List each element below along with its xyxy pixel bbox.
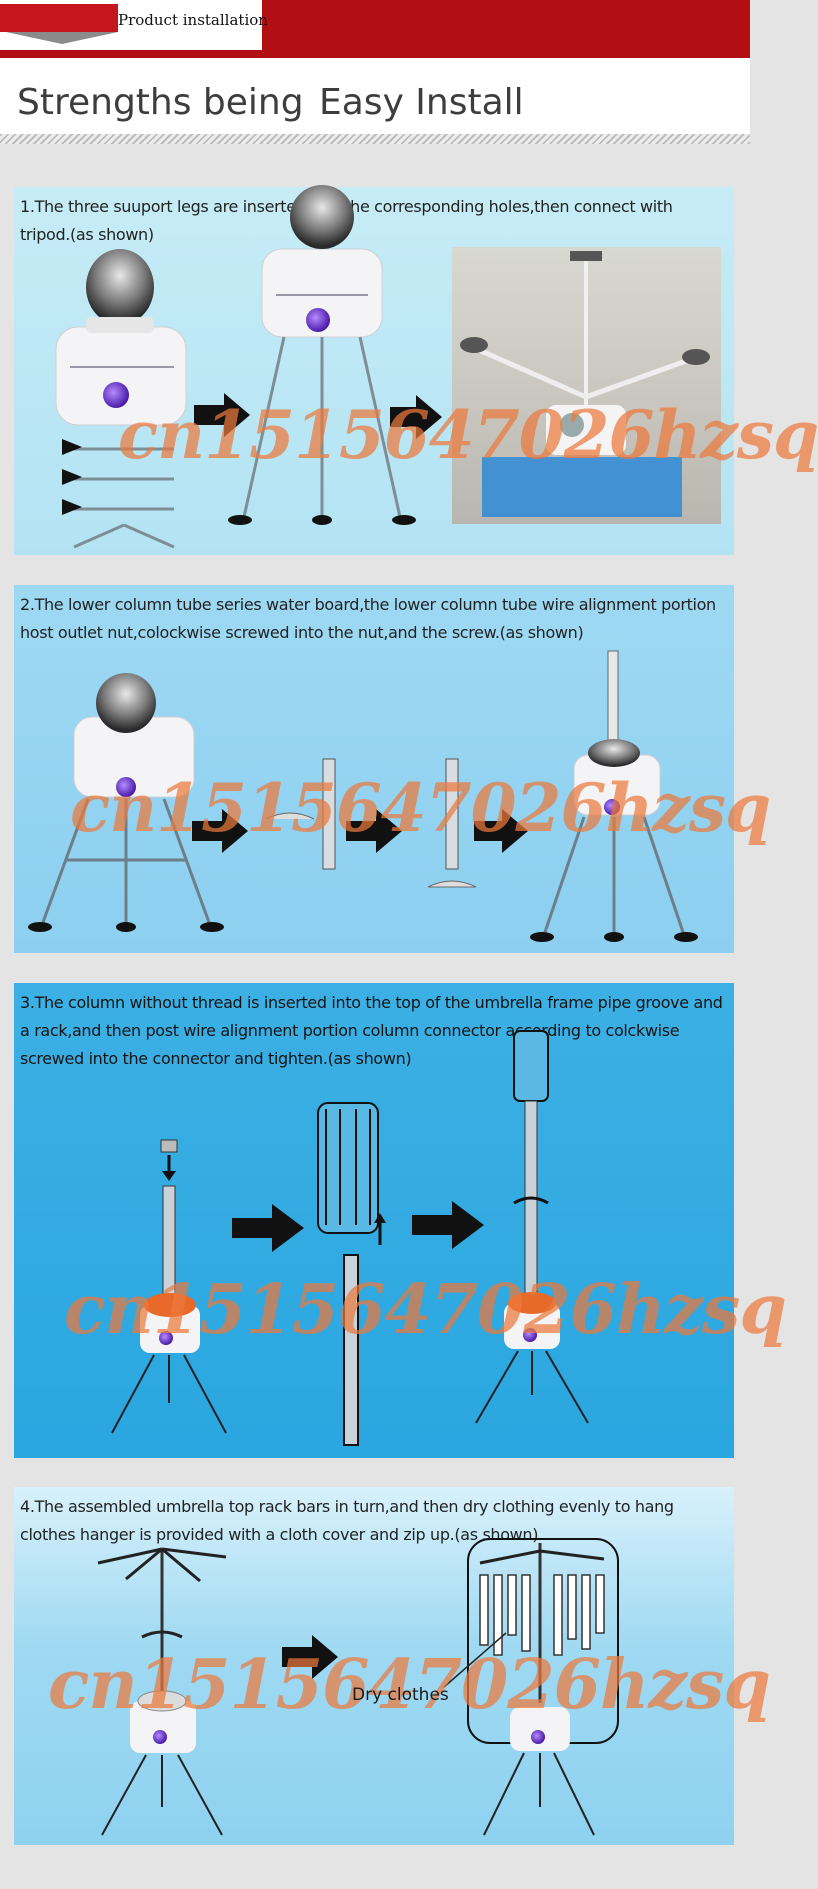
rack-dryer-icon bbox=[97, 1547, 227, 1836]
tag-arrow-icon bbox=[6, 32, 118, 44]
step-1-illustration bbox=[55, 185, 442, 549]
arrow-right-icon bbox=[474, 809, 528, 853]
step-panel-3: 3.The column without thread is inserted … bbox=[14, 983, 734, 1458]
page-title-right: Easy Install bbox=[319, 82, 524, 123]
arrow-right-icon bbox=[282, 1635, 338, 1679]
arrow-right-icon bbox=[390, 395, 442, 439]
dryer-on-tripod-icon bbox=[28, 673, 224, 932]
dryer-pole-icon bbox=[111, 1139, 227, 1434]
title-band bbox=[0, 58, 750, 138]
tag-accent bbox=[0, 4, 118, 32]
arrow-right-icon bbox=[412, 1201, 484, 1249]
step-panel-1: 1.The three suuport legs are inserted in… bbox=[14, 185, 734, 555]
umbrella-rack-icon bbox=[317, 1102, 379, 1446]
divider-stripe bbox=[0, 134, 750, 144]
page-title-left: Strengths being bbox=[17, 82, 304, 123]
step-3-illustration bbox=[111, 1030, 589, 1446]
assembled-photo bbox=[452, 247, 721, 524]
section-tag: Product installation bbox=[0, 0, 268, 50]
assembled-dryer-icon bbox=[475, 1030, 589, 1424]
section-tag-label: Product installation bbox=[118, 11, 268, 29]
step-2-text: 2.The lower column tube series water boa… bbox=[20, 595, 716, 642]
covered-dryer-icon bbox=[443, 1538, 619, 1836]
arrow-right-icon bbox=[232, 1204, 304, 1252]
step-4-illustration bbox=[97, 1538, 619, 1836]
step-panel-4: 4.The assembled umbrella top rack bars i… bbox=[14, 1487, 734, 1845]
step-panel-2: 2.The lower column tube series water boa… bbox=[14, 585, 734, 953]
arrow-right-icon bbox=[192, 809, 248, 853]
dryer-unit-icon bbox=[55, 249, 187, 426]
step-2-illustration bbox=[28, 650, 698, 942]
arrow-right-icon bbox=[194, 393, 250, 437]
dryer-on-tripod-icon bbox=[228, 185, 416, 525]
step-4-text: 4.The assembled umbrella top rack bars i… bbox=[20, 1497, 674, 1544]
dryer-column-icon bbox=[530, 650, 698, 942]
dry-clothes-label: Dry clothes bbox=[352, 1685, 449, 1705]
arrow-right-icon bbox=[346, 809, 402, 853]
